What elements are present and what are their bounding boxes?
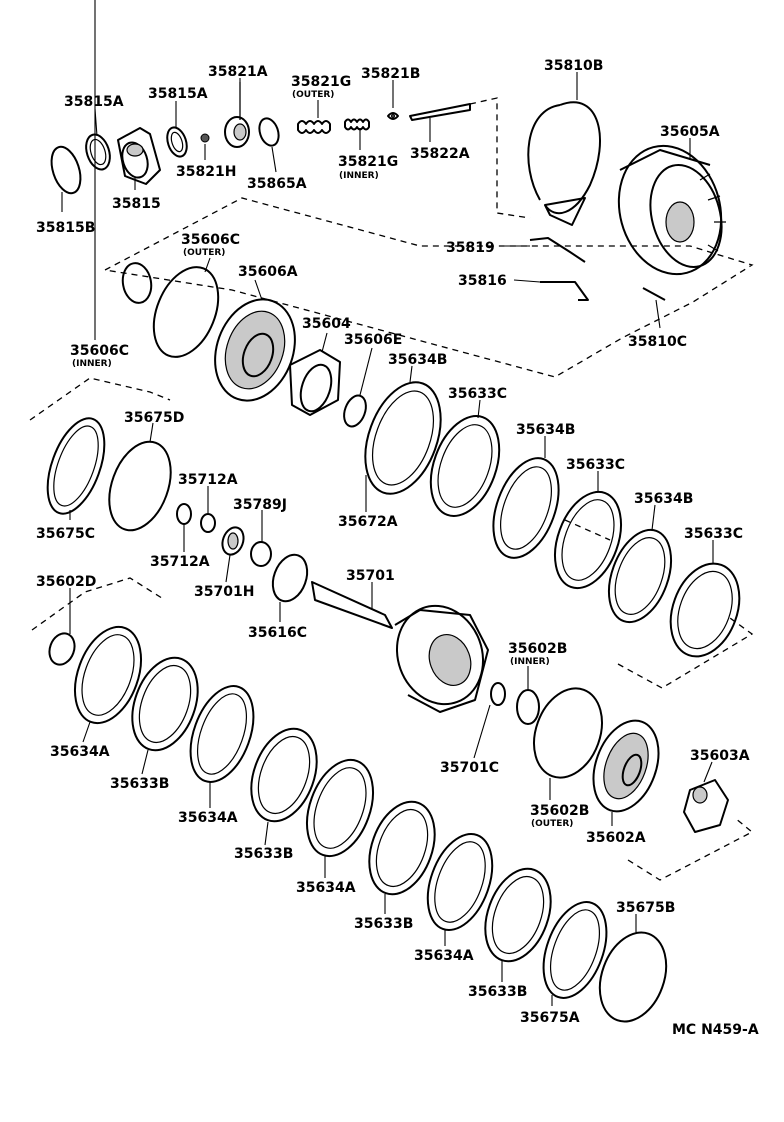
label-35602A: 35602A <box>586 830 646 846</box>
label-35634A-4: 35634A <box>414 948 474 964</box>
label-35815A-2: 35815A <box>148 86 208 102</box>
label-35606A: 35606A <box>238 264 298 280</box>
label-35602B-outer: 35602B <box>530 803 589 819</box>
label-35634A-2: 35634A <box>178 810 238 826</box>
label-35821G-inner: 35821G <box>338 154 398 170</box>
label-35701: 35701 <box>346 568 395 584</box>
label-35675C: 35675C <box>36 526 95 542</box>
label-35602B-inner: 35602B <box>508 641 567 657</box>
part-drawings <box>46 82 741 1023</box>
part-labels: 35815B 35815A 35815A 35815 35821A 35821H… <box>36 58 759 1038</box>
label-35821H: 35821H <box>176 164 236 180</box>
label-35605A: 35605A <box>660 124 720 140</box>
label-35815A-1: 35815A <box>64 94 124 110</box>
label-35865A: 35865A <box>247 176 307 192</box>
label-35701C: 35701C <box>440 760 499 776</box>
note-35821G-inner: (INNER) <box>339 171 379 181</box>
label-35810B: 35810B <box>544 58 603 74</box>
label-35633C-3: 35633C <box>684 526 743 542</box>
label-35633C-2: 35633C <box>566 457 625 473</box>
label-35815B: 35815B <box>36 220 95 236</box>
note-35602B-outer: (OUTER) <box>531 819 573 829</box>
label-35633B-4: 35633B <box>468 984 527 1000</box>
label-35819: 35819 <box>446 240 495 256</box>
label-35604: 35604 <box>302 316 351 332</box>
label-35789J: 35789J <box>233 497 287 513</box>
label-35633C-1: 35633C <box>448 386 507 402</box>
label-35821B: 35821B <box>361 66 420 82</box>
label-35712A-2: 35712A <box>150 554 210 570</box>
label-35633B-3: 35633B <box>354 916 413 932</box>
note-35602B-inner: (INNER) <box>510 657 550 667</box>
label-35675D: 35675D <box>124 410 184 426</box>
label-35810C: 35810C <box>628 334 687 350</box>
label-35633B-2: 35633B <box>234 846 293 862</box>
label-35633B-1: 35633B <box>110 776 169 792</box>
label-35616C: 35616C <box>248 625 307 641</box>
label-35606C-inner: 35606C <box>70 343 129 359</box>
label-35602D: 35602D <box>36 574 96 590</box>
label-35822A: 35822A <box>410 146 470 162</box>
leader-lines <box>61 0 714 1006</box>
label-35634B-1: 35634B <box>388 352 447 368</box>
label-35634A-1: 35634A <box>50 744 110 760</box>
assembly-outlines <box>29 97 754 881</box>
label-35816: 35816 <box>458 273 507 289</box>
label-35634B-3: 35634B <box>634 491 693 507</box>
label-35606C-outer: 35606C <box>181 232 240 248</box>
label-35603A: 35603A <box>690 748 750 764</box>
label-35634B-2: 35634B <box>516 422 575 438</box>
label-35815: 35815 <box>112 196 161 212</box>
label-35675A: 35675A <box>520 1010 580 1026</box>
label-35821A: 35821A <box>208 64 268 80</box>
label-35712A-1: 35712A <box>178 472 238 488</box>
label-35672A: 35672A <box>338 514 398 530</box>
label-35606E: 35606E <box>344 332 402 348</box>
label-35821G-outer: 35821G <box>291 74 351 90</box>
label-35634A-3: 35634A <box>296 880 356 896</box>
note-35606C-inner: (INNER) <box>72 359 112 369</box>
diagram-code: MC N459-A <box>672 1022 759 1038</box>
label-35675B: 35675B <box>616 900 675 916</box>
note-35821G-outer: (OUTER) <box>292 90 334 100</box>
note-35606C-outer: (OUTER) <box>183 248 225 258</box>
label-35701H: 35701H <box>194 584 254 600</box>
